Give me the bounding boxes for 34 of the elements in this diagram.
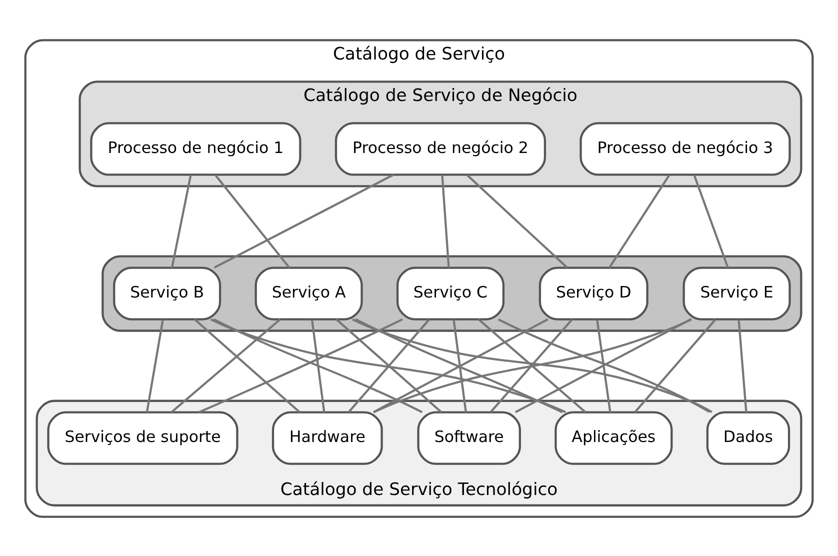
node-box: Dados: [706, 410, 790, 464]
node-box: Processo de negócio 2: [334, 122, 546, 176]
connector: [608, 174, 670, 268]
connector: [514, 318, 692, 413]
connector: [146, 318, 164, 412]
connector: [372, 318, 548, 413]
connector: [214, 173, 394, 268]
node-box: Serviço C: [396, 266, 505, 320]
node-box: Processo de negócio 3: [580, 122, 791, 176]
connector: [194, 318, 300, 412]
connector: [336, 318, 442, 412]
connector: [170, 318, 281, 412]
node-box: Serviço B: [113, 266, 222, 320]
node-box: Serviço D: [538, 266, 648, 320]
connector: [693, 174, 729, 268]
connector: [198, 318, 403, 413]
connector: [478, 318, 586, 412]
connector: [170, 174, 192, 268]
node-box: Software: [417, 410, 521, 464]
connector: [214, 174, 290, 268]
node-box: Aplicações: [554, 410, 673, 464]
connector: [355, 318, 563, 413]
node-box: Processo de negócio 1: [90, 122, 302, 176]
node-box: Serviço E: [682, 266, 791, 320]
connector: [214, 318, 423, 413]
connector: [596, 318, 612, 412]
cluster: [102, 254, 802, 332]
connector: [452, 319, 467, 412]
node-box: Hardware: [272, 410, 383, 464]
connector: [310, 319, 326, 412]
node-box: Serviços de suporte: [47, 410, 238, 464]
connector: [498, 318, 710, 412]
connector: [210, 318, 566, 413]
node-box: Serviço A: [254, 266, 363, 320]
